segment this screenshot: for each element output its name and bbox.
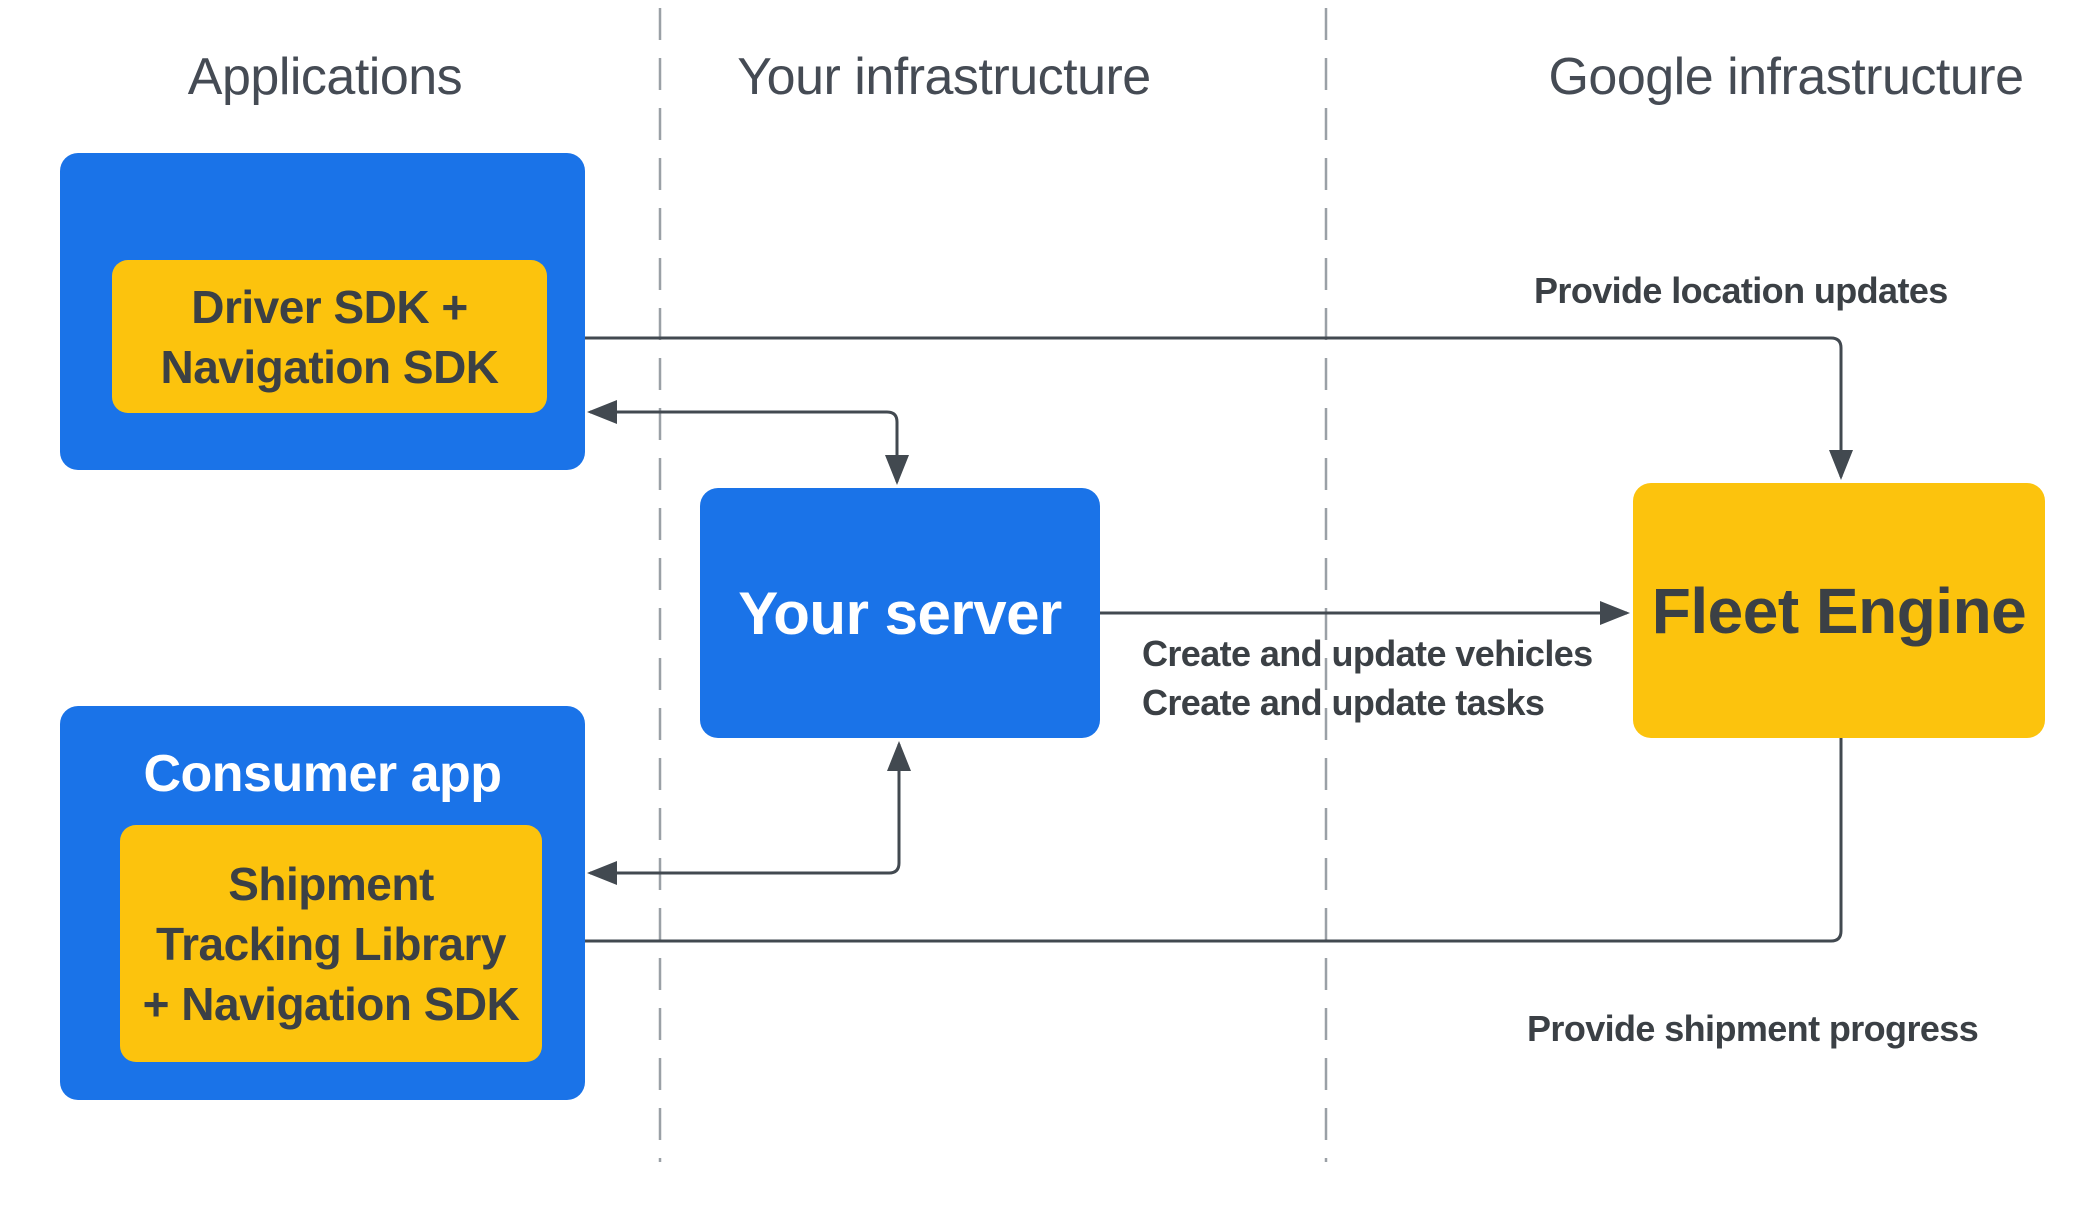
column-header-applications: Applications xyxy=(187,48,463,106)
node-driver-app: Driver app Driver SDK + Navigation SDK xyxy=(60,153,585,470)
arrow-driver-sdk-fleet-engine xyxy=(549,326,1853,480)
column-header-your-infrastructure: Your infrastructure xyxy=(737,48,1151,106)
arrow-fleet-engine-shipment-tracking xyxy=(545,738,1843,953)
your-server-title: Your server xyxy=(738,579,1062,647)
fleet-engine-title: Fleet Engine xyxy=(1651,574,2027,647)
consumer-app-title: Consumer app xyxy=(143,745,502,803)
node-your-server: Your server xyxy=(700,488,1100,738)
node-fleet-engine: Fleet Engine xyxy=(1633,483,2045,738)
shipment-tracking-library-label: Shipment Tracking Library + Navigation S… xyxy=(142,857,520,1030)
column-header-google-infrastructure: Google infrastructure xyxy=(1548,48,2024,106)
node-consumer-app: Consumer app Shipment Tracking Library +… xyxy=(60,706,585,1100)
arrow-your-server-consumer-app xyxy=(587,741,911,885)
node-driver-sdk: Driver SDK + Navigation SDK xyxy=(112,260,547,413)
edge-label-provide-location-updates: Provide location updates xyxy=(1534,270,1948,311)
driver-sdk-label: Driver SDK + Navigation SDK xyxy=(160,280,499,393)
edge-label-create-update-vehicles-tasks: Create and update vehicles Create and up… xyxy=(1142,633,1593,723)
arrow-your-server-driver-app xyxy=(587,400,909,485)
edge-label-provide-shipment-progress: Provide shipment progress xyxy=(1527,1008,1979,1049)
node-shipment-tracking-library: Shipment Tracking Library + Navigation S… xyxy=(120,825,542,1062)
